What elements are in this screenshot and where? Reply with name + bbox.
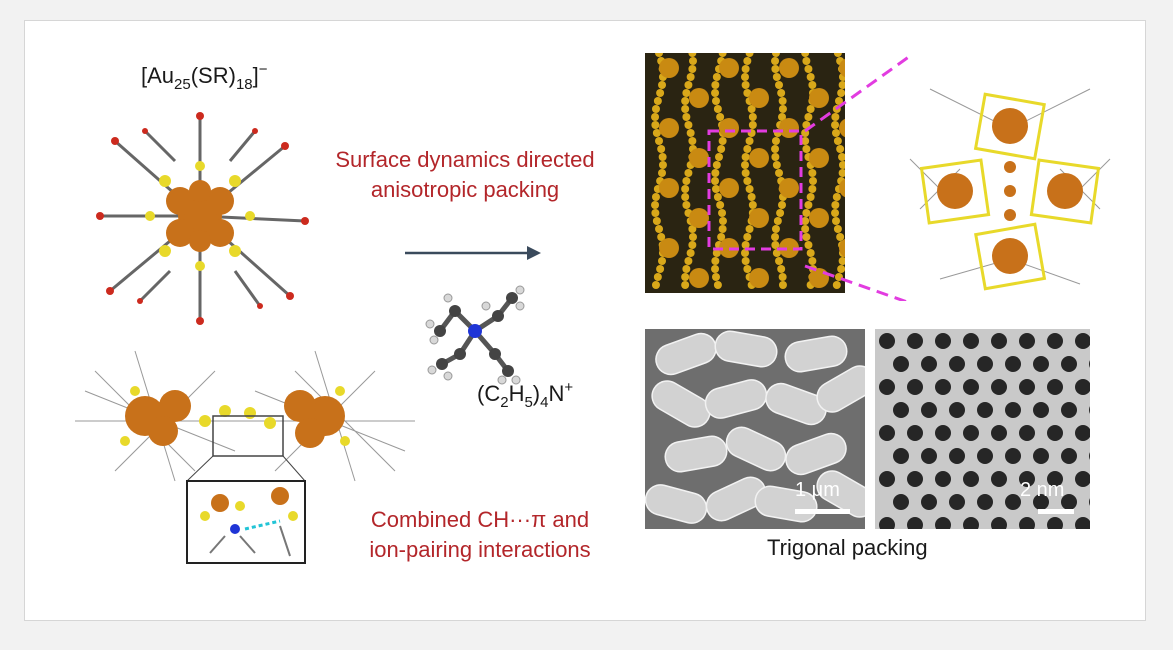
tetraethylammonium-molecule [425,285,525,385]
scalebar-nm [1038,509,1074,514]
scale-label-um: 1 μm [795,479,840,501]
arrow-right-icon [405,246,541,260]
unit-cell-image [909,88,1111,291]
cation-formula: (C2H5)4N+ [477,379,574,411]
surface-dynamics-label: Surface dynamics directed anisotropic pa… [335,147,595,202]
tem-image-panel: 2 nm [875,329,1090,529]
figure-card: [Au25(SR)18]− Surface dy [24,20,1146,621]
sem-image-panel: 1 μm [645,329,865,529]
zoom-lines [804,54,911,301]
cluster-formula: [Au25(SR)18]− [141,61,268,93]
cluster-pair-image [75,350,415,564]
combined-interactions-label: Combined CH···π and ion-pairing interact… [369,507,591,562]
au25-cluster-image [96,112,309,325]
scalebar-um [795,509,850,514]
scale-label-nm: 2 nm [1020,479,1065,501]
trigonal-packing-label: Trigonal packing [767,535,928,560]
anisotropic-packing-panel [645,53,845,293]
